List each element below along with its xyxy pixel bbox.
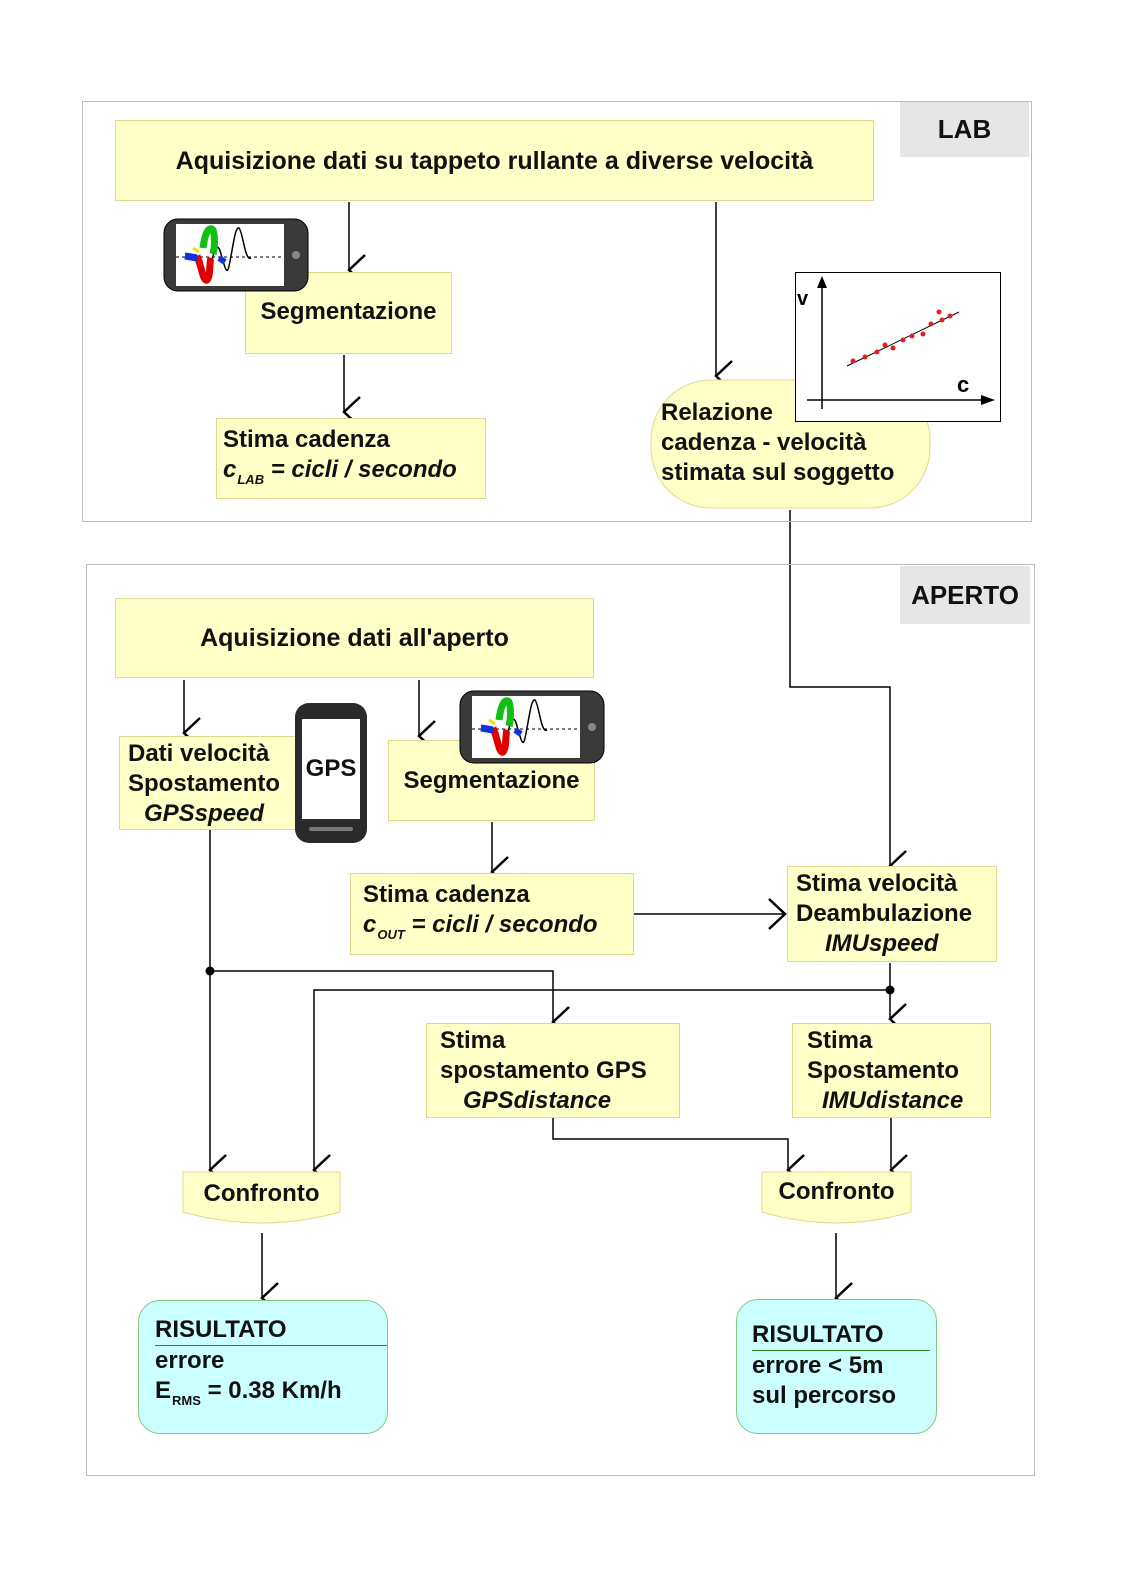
gps-phone-icon: GPS xyxy=(295,703,367,843)
imu-speed-line-1: Stima velocità xyxy=(796,870,958,897)
gps-phone-label: GPS xyxy=(305,755,357,782)
result-right-box: RISULTATO errore < 5m sul percorso xyxy=(736,1299,937,1434)
plot-points xyxy=(850,309,953,364)
compare-left-label: Confronto xyxy=(203,1180,320,1207)
aperto-cadence-formula: cOUT = cicli / secondo xyxy=(363,911,598,942)
lab-panel xyxy=(82,101,1032,522)
compare-right-label: Confronto xyxy=(778,1178,895,1205)
lab-cadence-title: Stima cadenza xyxy=(223,426,390,453)
aperto-tag: APERTO xyxy=(900,566,1030,624)
smartphone-signal-icon-outdoor xyxy=(459,690,605,764)
aperto-cadence-title: Stima cadenza xyxy=(363,881,530,908)
imu-speed-var: IMUspeed xyxy=(825,930,939,957)
relation-line-3: stimata sul soggetto xyxy=(661,459,895,486)
gps-data-line-2: Spostamento xyxy=(128,770,281,797)
aperto-acquisition-label: Aquisizione dati all'aperto xyxy=(200,624,509,652)
lab-acquisition-label: Aquisizione dati su tappeto rullante a d… xyxy=(175,146,814,175)
imu-distance-box: Stima Spostamento IMUdistance xyxy=(792,1023,991,1118)
relation-line-1: Relazione xyxy=(661,399,774,426)
lab-cadence-box: Stima cadenza cLAB = cicli / secondo xyxy=(216,418,486,499)
aperto-acquisition-box: Aquisizione dati all'aperto xyxy=(115,598,594,678)
relation-text: Relazione cadenza - velocità stimata sul… xyxy=(661,398,894,488)
imu-speed-line-2: Deambulazione xyxy=(796,900,973,927)
result-right-title: RISULTATO xyxy=(752,1320,930,1351)
gps-phone-screen: GPS xyxy=(302,719,360,819)
result-left-title: RISULTATO xyxy=(155,1315,387,1346)
relation-line-2: cadenza - velocità xyxy=(661,429,867,456)
plot-c-label: c xyxy=(957,372,969,397)
gps-distance-var: GPSdistance xyxy=(463,1087,612,1114)
lab-cadence-formula: cLAB = cicli / secondo xyxy=(223,456,457,487)
plot-x-arrowhead xyxy=(981,395,995,405)
gps-distance-line-1: Stima xyxy=(440,1027,506,1054)
result-left-box: RISULTATO errore ERMS = 0.38 Km/h xyxy=(138,1300,388,1434)
result-right-line-2: sul percorso xyxy=(752,1382,897,1409)
aperto-segmentation-label: Segmentazione xyxy=(403,767,580,794)
lab-acquisition-box: Aquisizione dati su tappeto rullante a d… xyxy=(115,120,874,201)
result-right-line-1: errore < 5m xyxy=(752,1352,884,1379)
cadence-speed-plot: v c xyxy=(795,272,1001,422)
lab-segmentation-label: Segmentazione xyxy=(260,298,437,325)
plot-v-label: v xyxy=(797,288,809,310)
imu-distance-line-1: Stima xyxy=(807,1027,873,1054)
aperto-panel xyxy=(86,564,1035,1476)
lab-tag: LAB xyxy=(900,102,1029,157)
plot-y-arrowhead xyxy=(817,276,827,288)
imu-distance-line-2: Spostamento xyxy=(807,1057,960,1084)
result-left-value: ERMS = 0.38 Km/h xyxy=(155,1377,342,1408)
gps-data-line-1: Dati velocità xyxy=(128,740,270,767)
gps-data-var: GPSspeed xyxy=(144,800,265,827)
smartphone-signal-icon xyxy=(163,218,309,292)
gps-distance-line-2: spostamento GPS xyxy=(440,1057,647,1084)
gps-distance-box: Stima spostamento GPS GPSdistance xyxy=(426,1023,680,1118)
imu-distance-var: IMUdistance xyxy=(822,1087,964,1114)
result-left-line-1: errore xyxy=(155,1347,225,1374)
imu-speed-box: Stima velocità Deambulazione IMUspeed xyxy=(787,866,997,962)
gps-data-box: Dati velocità Spostamento GPSspeed xyxy=(119,736,307,830)
aperto-cadence-box: Stima cadenza cOUT = cicli / secondo xyxy=(350,873,634,955)
